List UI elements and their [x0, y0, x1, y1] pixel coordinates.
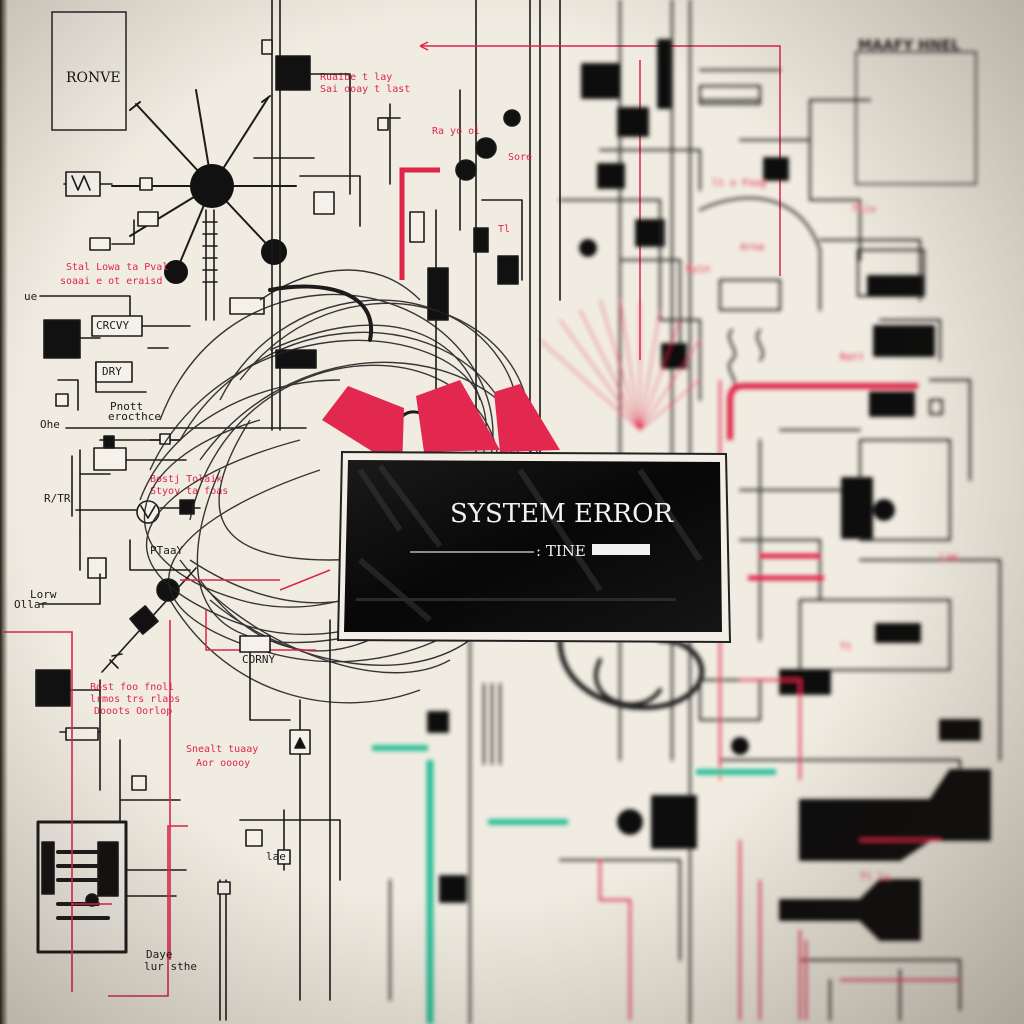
svg-text:ue: ue: [24, 290, 37, 303]
svg-text:Sore: Sore: [508, 152, 532, 163]
error-status-label: : TINE: [536, 542, 586, 560]
svg-text:Ollar: Ollar: [14, 598, 47, 611]
corner-box-label: RONVE: [66, 70, 121, 86]
svg-text:Dooots Oorlop: Dooots Oorlop: [94, 706, 172, 717]
svg-text:Ra yo ol: Ra yo ol: [432, 126, 480, 137]
svg-text:soaai e ot eraisd: soaai e ot eraisd: [60, 276, 162, 287]
left-schematic-region: RONVE: [4, 0, 781, 1021]
svg-text:R/TR: R/TR: [44, 492, 71, 505]
svg-text:Snealt tuaay: Snealt tuaay: [186, 744, 258, 755]
svg-text:Pnott: Pnott: [110, 400, 143, 413]
svg-text:Tl: Tl: [498, 224, 510, 235]
crcvy-label: CRCVY: [96, 319, 129, 332]
system-error-panel: SYSTEM ERROR : TINE: [336, 450, 732, 644]
svg-text:Stal Lowa ta Pval: Stal Lowa ta Pval: [66, 262, 168, 273]
svg-text:Ohe: Ohe: [40, 418, 60, 431]
svg-text:erocthce: erocthce: [108, 410, 161, 423]
svg-text:Styoy ta foas: Styoy ta foas: [150, 486, 228, 497]
svg-text:Arna: Arna: [740, 242, 764, 253]
svg-text:Daye: Daye: [146, 948, 173, 961]
error-status-bar: [592, 544, 650, 555]
svg-text:Bost foo fnoll: Bost foo fnoll: [90, 682, 174, 693]
svg-text:Sai ooay t last: Sai ooay t last: [320, 84, 410, 95]
corny-label: CORNY: [242, 653, 275, 666]
svg-text:lae: lae: [266, 850, 286, 863]
svg-text:Ruaibe t lay: Ruaibe t lay: [320, 72, 392, 83]
svg-text:lrmos trs rlabs: lrmos trs rlabs: [90, 694, 180, 705]
svg-text:Loe: Loe: [940, 552, 958, 563]
svg-text:Tt: Tt: [840, 642, 852, 653]
svg-text:lur sthe: lur sthe: [144, 960, 197, 973]
dry-label: DRY: [102, 365, 122, 378]
error-title: SYSTEM ERROR: [450, 499, 674, 529]
svg-text:lt o Fnog: lt o Fnog: [712, 178, 766, 189]
svg-text:Ryin: Ryin: [686, 264, 710, 275]
svg-text:Tl ls: Tl ls: [860, 872, 890, 883]
top-right-title: MAAFY HNEL: [858, 38, 960, 54]
svg-text:Ratt: Ratt: [840, 352, 864, 363]
corner-box: [51, 11, 127, 131]
svg-text:Lorw: Lorw: [30, 588, 57, 601]
red-banners: [322, 380, 560, 470]
svg-text:Bostj Tolaik: Bostj Tolaik: [150, 474, 222, 485]
svg-text:Tliv: Tliv: [852, 204, 876, 215]
svg-text:Aor ooooy: Aor ooooy: [196, 758, 250, 769]
